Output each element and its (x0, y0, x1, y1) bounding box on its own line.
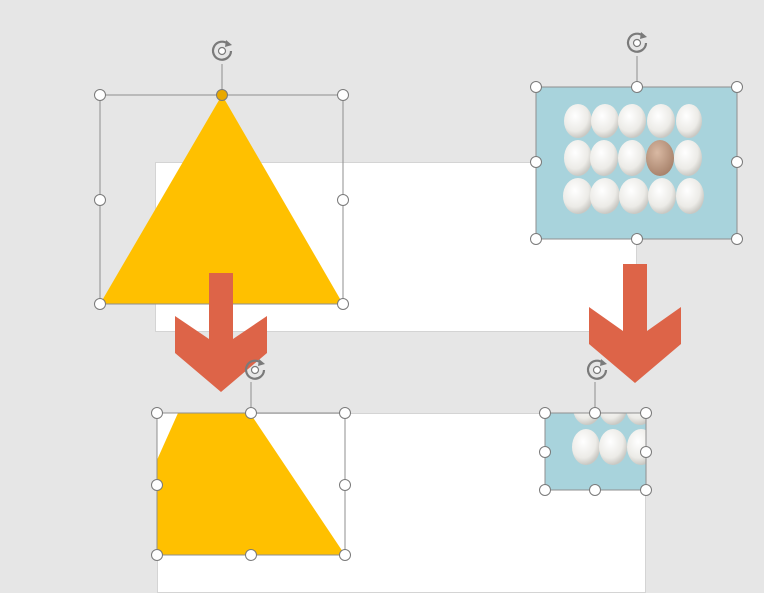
resize-handle-top[interactable] (589, 407, 601, 419)
rotate-icon[interactable] (582, 355, 612, 385)
bottom-photo[interactable] (545, 391, 655, 490)
resize-handle-right[interactable] (640, 446, 652, 458)
resize-handle-bottom-left[interactable] (539, 484, 551, 496)
rotate-icon[interactable] (622, 28, 652, 58)
resize-handle-bottom-right[interactable] (731, 233, 743, 245)
resize-handle-top[interactable] (245, 407, 257, 419)
resize-handle-top-left[interactable] (151, 407, 163, 419)
top-photo[interactable] (536, 87, 737, 239)
bottom-triangle-left-notch (157, 413, 178, 460)
resize-handle-top-right[interactable] (337, 89, 349, 101)
resize-handle-left[interactable] (539, 446, 551, 458)
resize-handle-bottom-left[interactable] (530, 233, 542, 245)
top-triangle-shape[interactable] (100, 95, 343, 304)
resize-handle-left[interactable] (94, 194, 106, 206)
resize-handle-top-right[interactable] (339, 407, 351, 419)
resize-handle-right[interactable] (337, 194, 349, 206)
rotate-icon[interactable] (207, 36, 237, 66)
down-arrow-icon (175, 273, 267, 392)
resize-handle-top-right[interactable] (640, 407, 652, 419)
shape-adjust-handle[interactable] (216, 89, 228, 101)
resize-handle-bottom-right[interactable] (339, 549, 351, 561)
resize-handle-bottom-right[interactable] (640, 484, 652, 496)
resize-handle-left[interactable] (151, 479, 163, 491)
resize-handle-bottom-right[interactable] (337, 298, 349, 310)
resize-handle-top[interactable] (631, 81, 643, 93)
resize-handle-bottom[interactable] (245, 549, 257, 561)
resize-handle-left[interactable] (530, 156, 542, 168)
resize-handle-bottom-left[interactable] (94, 298, 106, 310)
resize-handle-top-left[interactable] (539, 407, 551, 419)
resize-handle-top-right[interactable] (731, 81, 743, 93)
down-arrow-icon (589, 264, 681, 383)
resize-handle-right[interactable] (731, 156, 743, 168)
resize-handle-bottom[interactable] (589, 484, 601, 496)
resize-handle-top-left[interactable] (94, 89, 106, 101)
resize-handle-right[interactable] (339, 479, 351, 491)
resize-handle-bottom[interactable] (631, 233, 643, 245)
resize-handle-bottom-left[interactable] (151, 549, 163, 561)
bottom-triangle-shape[interactable] (157, 413, 345, 555)
rotate-icon[interactable] (240, 355, 270, 385)
resize-handle-top-left[interactable] (530, 81, 542, 93)
